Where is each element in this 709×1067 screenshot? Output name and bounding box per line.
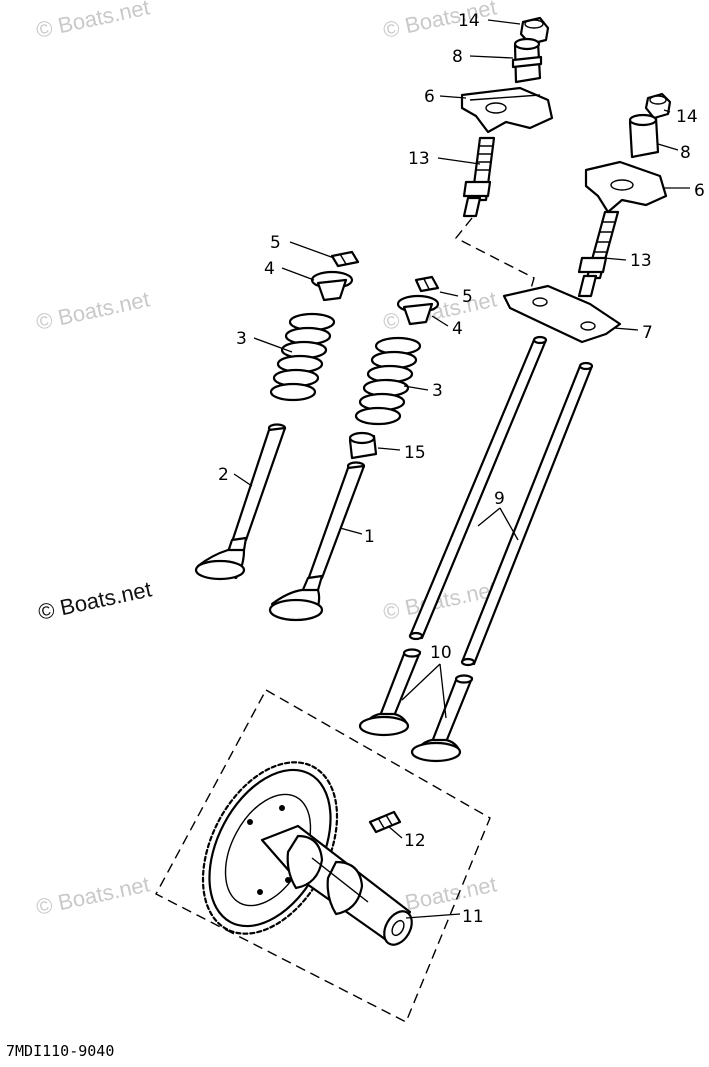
adjuster-part-8-right [628, 113, 660, 159]
callout-13-right: 13 [630, 251, 652, 271]
rocker-arm-part-6-right [584, 160, 668, 214]
callout-5: 5 [270, 233, 281, 253]
camshaft-part-11 [260, 824, 413, 946]
callout-14: 14 [458, 11, 480, 31]
adjuster-part-8 [511, 37, 543, 84]
callout-8-right: 8 [680, 143, 691, 163]
figure-code: 7MDI110-9040 [6, 1042, 114, 1060]
callout-13: 13 [408, 149, 430, 169]
watermark: © Boats.net [381, 286, 499, 334]
pin-part-12 [368, 810, 402, 834]
valve-spring-part-3 [269, 312, 336, 402]
valve-seal-part-15 [348, 431, 378, 460]
watermark: © Boats.net [34, 871, 152, 919]
leader-lines [233, 19, 690, 919]
valve-part-2 [194, 423, 287, 581]
guide-plate-part-7 [502, 284, 622, 344]
callout-2: 2 [218, 465, 229, 485]
push-rod-part-9 [408, 335, 548, 641]
stud-part-13 [462, 136, 496, 218]
nut-part-14-right [644, 92, 672, 120]
callout-10: 10 [430, 643, 452, 663]
stud-part-13-right [577, 210, 620, 298]
callout-6-right: 6 [694, 181, 705, 201]
rocker-arm-part-6 [460, 86, 554, 134]
camshaft-assembly-boundary [155, 689, 491, 1023]
callouts: 14 8 6 13 14 8 6 13 5 4 3 5 4 3 15 7 2 1… [218, 11, 705, 927]
tappet-part-10 [358, 648, 422, 737]
callout-8: 8 [452, 47, 463, 67]
watermark-dark: © Boats.net [36, 576, 154, 624]
nut-part-14 [519, 16, 550, 46]
callout-7: 7 [642, 323, 653, 343]
callout-1: 1 [364, 527, 375, 547]
callout-4: 4 [264, 259, 275, 279]
watermark: © Boats.net [34, 0, 152, 43]
assembly-guide-line [454, 217, 535, 293]
valve-spring-part-3-right [354, 336, 422, 426]
callout-15: 15 [404, 443, 426, 463]
watermark: © Boats.net [381, 0, 499, 43]
spring-retainer-part-4-right [396, 294, 440, 326]
valve-part-1 [268, 461, 366, 622]
spring-retainer-part-4 [310, 270, 354, 302]
valve-keeper-part-5 [330, 250, 360, 268]
tappet-part-10-right [410, 674, 474, 763]
push-rod-part-9-right [460, 361, 594, 667]
callout-6: 6 [424, 87, 435, 107]
callout-5-right: 5 [462, 287, 473, 307]
callout-9: 9 [494, 489, 505, 509]
callout-3: 3 [236, 329, 247, 349]
callout-12: 12 [404, 831, 426, 851]
watermark: © Boats.net [34, 286, 152, 334]
callout-11: 11 [462, 907, 484, 927]
callout-14-right: 14 [676, 107, 698, 127]
valve-keeper-part-5-right [414, 275, 440, 293]
callout-3-right: 3 [432, 381, 443, 401]
callout-4-right: 4 [452, 319, 463, 339]
